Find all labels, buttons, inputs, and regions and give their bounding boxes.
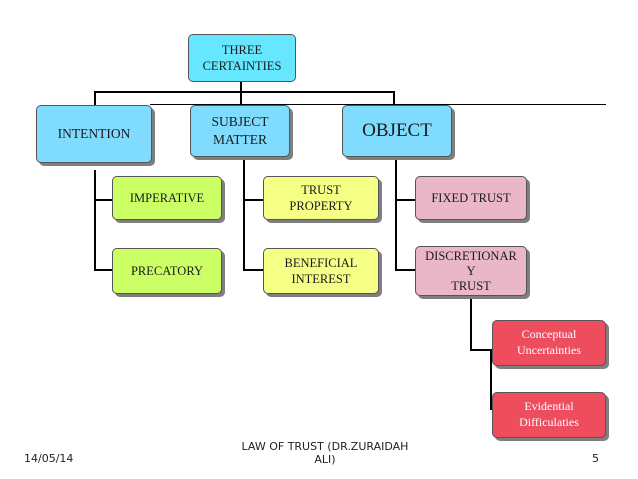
connector-object-to-discretionary xyxy=(395,269,415,271)
connector-intention-to-imperative xyxy=(94,199,112,201)
horizontal-rule xyxy=(150,104,606,105)
branch-node-intention: INTENTION xyxy=(36,105,152,163)
node-discretionary-trust: DISCRETIONAR Y TRUST xyxy=(415,246,527,296)
node-conceptual-uncertainties: Conceptual Uncertainties xyxy=(492,320,606,366)
node-fixed-trust: FIXED TRUST xyxy=(415,176,527,220)
connector-uncertainty-vertical xyxy=(490,349,492,409)
connector-object-to-fixed xyxy=(395,199,415,201)
connector-top-bar xyxy=(94,91,394,93)
connector-root-down xyxy=(240,82,242,92)
connector-to-intention xyxy=(94,91,96,105)
node-precatory: PRECATORY xyxy=(112,248,222,294)
branch-node-object: OBJECT xyxy=(342,105,452,157)
node-trust-property: TRUST PROPERTY xyxy=(263,176,379,220)
connector-discretionary-bar xyxy=(470,349,490,351)
node-evidential-difficulaties: Evidential Difficulaties xyxy=(492,392,606,438)
connector-intention-to-precatory xyxy=(94,269,112,271)
connector-to-subject-matter xyxy=(240,91,242,105)
connector-to-object xyxy=(393,91,395,105)
footer-page-number: 5 xyxy=(592,452,599,465)
connector-subject-to-property xyxy=(243,199,263,201)
connector-discretionary-down xyxy=(470,296,472,350)
connector-intention-vertical xyxy=(94,170,96,270)
connector-object-vertical xyxy=(395,158,397,270)
footer-title: LAW OF TRUST (DR.ZURAIDAH ALI) xyxy=(241,440,409,466)
root-node-three-certainties: THREE CERTAINTIES xyxy=(188,34,296,82)
node-imperative: IMPERATIVE xyxy=(112,176,222,220)
footer-date: 14/05/14 xyxy=(24,452,74,465)
node-beneficial-interest: BENEFICIAL INTEREST xyxy=(263,248,379,294)
connector-subject-to-beneficial xyxy=(243,269,263,271)
branch-node-subject-matter: SUBJECT MATTER xyxy=(190,105,290,157)
connector-subject-vertical xyxy=(243,158,245,270)
